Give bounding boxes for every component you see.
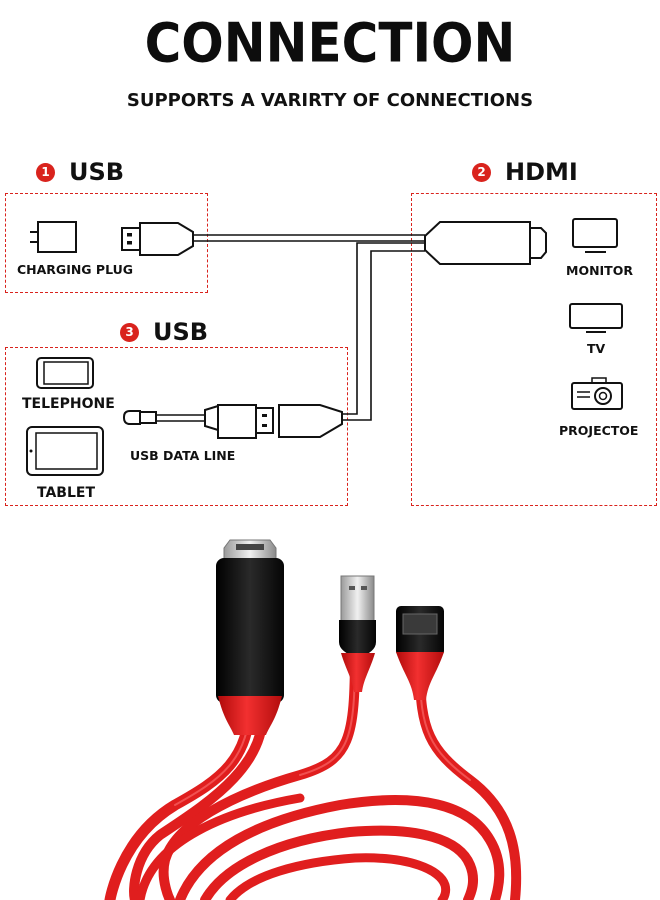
charging-plug-icon <box>30 221 77 253</box>
section-hdmi-head: 2 HDMI <box>472 158 578 186</box>
section-usb-power-head: 1 USB <box>36 158 124 186</box>
product-illustration <box>104 539 522 900</box>
cable-coil <box>104 645 522 900</box>
usb-a-male-plug <box>339 575 376 692</box>
usb-device-box <box>5 347 348 506</box>
tablet-icon <box>26 426 104 476</box>
usb-female-connector-icon <box>278 404 343 438</box>
projector-icon <box>571 377 623 410</box>
section-label: USB <box>69 158 125 186</box>
telephone-icon <box>36 357 94 389</box>
hdmi-strain-relief <box>218 696 282 735</box>
projector-label: PROJECTOE <box>559 423 639 438</box>
data-cable-line <box>340 242 425 421</box>
usb-a-female-plug <box>396 606 444 700</box>
monitor-label: MONITOR <box>566 263 633 278</box>
monitor-icon <box>572 218 618 253</box>
hdmi-housing <box>216 558 284 703</box>
power-cable-line <box>193 234 425 242</box>
telephone-label: TELEPHONE <box>22 396 115 412</box>
usb-data-line-label: USB DATA LINE <box>130 448 236 463</box>
section-label: USB <box>153 318 209 346</box>
usb-a-connector-icon <box>121 222 194 256</box>
number-badge: 1 <box>36 162 55 182</box>
section-usb-device-head: 3 USB <box>120 318 208 346</box>
page-title: CONNECTION <box>144 11 516 75</box>
tablet-label: TABLET <box>37 485 96 501</box>
connection-diagram <box>26 218 623 476</box>
hdmi-plug-metal <box>223 539 277 561</box>
hdmi-box <box>411 193 657 506</box>
section-label: HDMI <box>505 158 578 186</box>
tv-label: TV <box>587 341 606 356</box>
usb-power-box <box>5 193 208 293</box>
page-subtitle: SUPPORTS A VARIRTY OF CONNECTIONS <box>126 90 534 111</box>
usb-data-line-icon <box>123 404 274 439</box>
hdmi-connector-icon <box>424 221 547 265</box>
charging-plug-label: CHARGING PLUG <box>17 262 134 277</box>
number-badge: 3 <box>120 322 139 342</box>
number-badge: 2 <box>472 162 491 182</box>
tv-icon <box>569 303 623 333</box>
